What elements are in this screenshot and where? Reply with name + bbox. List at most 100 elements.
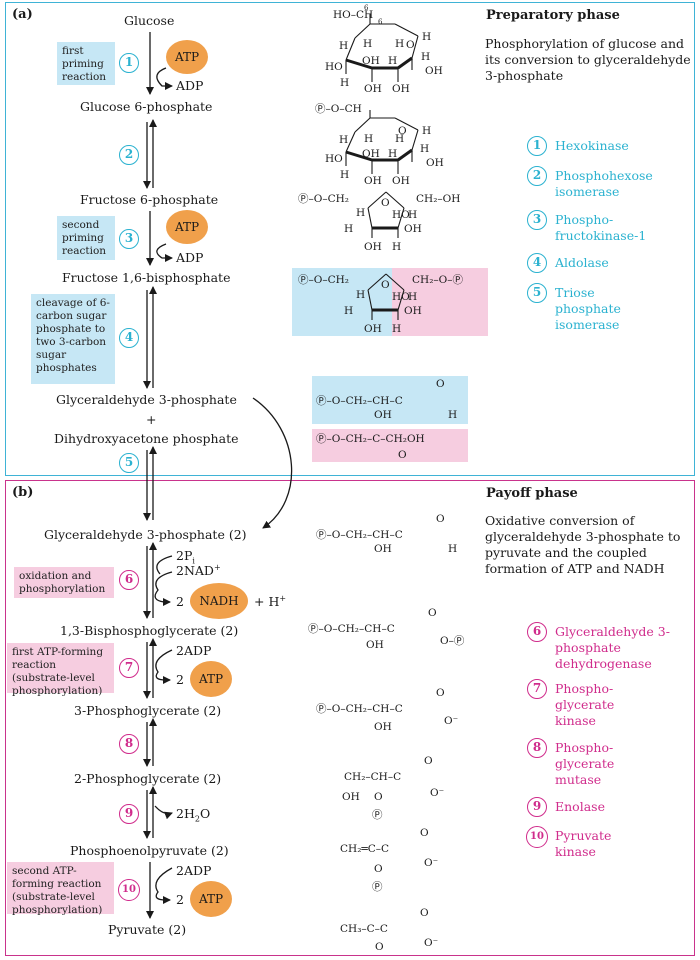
svg-text:H: H	[422, 31, 431, 43]
pi-entry-arrow	[156, 555, 173, 575]
svg-text:H: H	[356, 289, 365, 301]
svg-text:H: H	[388, 148, 397, 160]
metabolite-bisphosphoglycerate: 1,3-Bisphosphoglycerate (2)	[60, 623, 239, 638]
svg-text:O: O	[381, 197, 390, 209]
svg-text:Ⓟ–O–CH₂–CH–C: Ⓟ–O–CH₂–CH–C	[308, 623, 395, 635]
enzyme-phosphoglycerate-kinase: Phospho-glycerate kinase	[555, 681, 615, 728]
dhap-structure-highlight	[312, 429, 468, 462]
svg-text:O: O	[374, 791, 383, 803]
water-label: 2H2O	[176, 806, 211, 824]
svg-text:H: H	[340, 77, 349, 89]
enzyme-pyruvate-kinase: Pyruvate kinase	[555, 828, 612, 859]
step-number-5: 5	[119, 453, 139, 473]
f16bp-right-highlight	[392, 268, 488, 336]
svg-text:H: H	[356, 207, 365, 219]
step-number-2: 2	[119, 145, 139, 165]
adp-release-arrow-1	[156, 67, 173, 90]
svg-text:H: H	[392, 241, 401, 253]
fructose-6-phosphate-structure	[367, 191, 405, 238]
f16bp-left-highlight	[292, 268, 392, 336]
svg-text:CH₂–O–Ⓟ: CH₂–O–Ⓟ	[412, 274, 464, 286]
enzyme-aldolase: Aldolase	[555, 255, 609, 270]
enzyme-phosphofructokinase: Phospho-fructokinase-1	[555, 212, 647, 243]
svg-text:OH: OH	[362, 55, 380, 67]
svg-text:OH: OH	[425, 65, 443, 77]
svg-text:O⁻: O⁻	[430, 787, 444, 799]
atp-coefficient-7: 2	[176, 672, 184, 687]
svg-text:OH: OH	[366, 639, 384, 651]
note-cleavage: cleavage of 6-carbon sugar phosphate to …	[31, 294, 115, 384]
panel-a-title: Preparatory phase	[486, 8, 620, 23]
svg-text:Ⓟ–O–CH₂: Ⓟ–O–CH₂	[298, 193, 349, 205]
svg-text:6: 6	[378, 18, 383, 26]
atp-oval-1: ATP	[166, 40, 208, 74]
plus-sign: +	[146, 412, 157, 427]
svg-text:H: H	[339, 40, 348, 52]
svg-text:O: O	[375, 941, 384, 953]
step-number-3: 3	[119, 229, 139, 249]
svg-text:O⁻: O⁻	[424, 937, 438, 949]
enzyme-num-3: 3	[527, 210, 547, 230]
fructose-bisphosphate-structure	[367, 273, 405, 320]
svg-text:HO: HO	[392, 291, 410, 303]
two-nad-label: 2NAD+	[176, 563, 221, 579]
enzyme-num-10: 10	[526, 826, 548, 848]
step-number-8: 8	[119, 734, 139, 754]
metabolite-glucose: Glucose	[124, 13, 175, 28]
atp-coefficient-10: 2	[176, 892, 184, 907]
svg-text:OH: OH	[364, 323, 382, 335]
atp-release-arrow-10	[155, 867, 173, 904]
step-number-9: 9	[119, 804, 139, 824]
enzyme-hexokinase: Hexokinase	[555, 138, 629, 153]
svg-text:O: O	[436, 378, 445, 390]
panel-b-description: Oxidative conversion of glyceraldehyde 3…	[485, 513, 681, 576]
svg-text:O: O	[428, 607, 437, 619]
svg-text:H: H	[363, 38, 372, 50]
svg-text:O⁻: O⁻	[424, 857, 438, 869]
svg-text:OH: OH	[404, 223, 422, 235]
nadh-oval: NADH	[190, 583, 248, 619]
svg-text:O⁻: O⁻	[444, 715, 458, 727]
enzyme-num-4: 4	[527, 253, 547, 273]
svg-text:HO: HO	[325, 153, 343, 165]
svg-text:O: O	[436, 513, 445, 525]
panel-b-label: (b)	[12, 485, 34, 500]
metabolite-fructose-6-phosphate: Fructose 6-phosphate	[80, 192, 219, 207]
svg-text:H: H	[392, 323, 401, 335]
svg-text:H: H	[395, 133, 404, 145]
svg-text:Ⓟ: Ⓟ	[372, 881, 383, 893]
svg-text:Ⓟ–O–CH₂–CH–C: Ⓟ–O–CH₂–CH–C	[316, 703, 403, 715]
svg-text:H: H	[421, 51, 430, 63]
step-number-1: 1	[119, 53, 139, 73]
glucose-6-phosphate-structure	[345, 110, 419, 174]
metabolite-dihydroxyacetone-phosphate: Dihydroxyacetone phosphate	[54, 431, 239, 446]
metabolite-2-phosphoglycerate: 2-Phosphoglycerate (2)	[74, 771, 222, 786]
svg-text:OH: OH	[404, 305, 422, 317]
two-pi-label: 2Pi	[176, 548, 195, 566]
svg-text:OH: OH	[374, 409, 392, 421]
metabolite-pyruvate: Pyruvate (2)	[108, 922, 187, 937]
svg-text:HO: HO	[392, 209, 410, 221]
enzyme-num-9: 9	[527, 797, 547, 817]
atp-release-arrow-7	[155, 649, 173, 684]
metabolite-gap-2: Glyceraldehyde 3-phosphate (2)	[44, 527, 247, 542]
enzyme-num-5: 5	[527, 283, 547, 303]
svg-text:Ⓟ–O–CH₂–CH–C: Ⓟ–O–CH₂–CH–C	[316, 395, 403, 407]
note-second-priming: second priming reaction	[57, 216, 115, 260]
water-release-arrow	[154, 805, 173, 820]
svg-text:O: O	[398, 125, 407, 137]
svg-text:H: H	[344, 305, 353, 317]
adp-release-arrow-3	[156, 243, 173, 262]
svg-text:OH: OH	[374, 721, 392, 733]
preparatory-phase-panel	[5, 2, 695, 476]
svg-text:CH₂–OH: CH₂–OH	[416, 193, 460, 205]
metabolite-glucose-6-phosphate: Glucose 6-phosphate	[80, 99, 213, 114]
two-adp-label-7: 2ADP	[176, 643, 212, 658]
svg-text:OH: OH	[364, 83, 382, 95]
svg-text:H: H	[388, 55, 397, 67]
svg-text:CH₂–CH–C: CH₂–CH–C	[344, 771, 401, 783]
gap-structure-highlight	[312, 376, 468, 424]
enzyme-enolase: Enolase	[555, 799, 605, 814]
